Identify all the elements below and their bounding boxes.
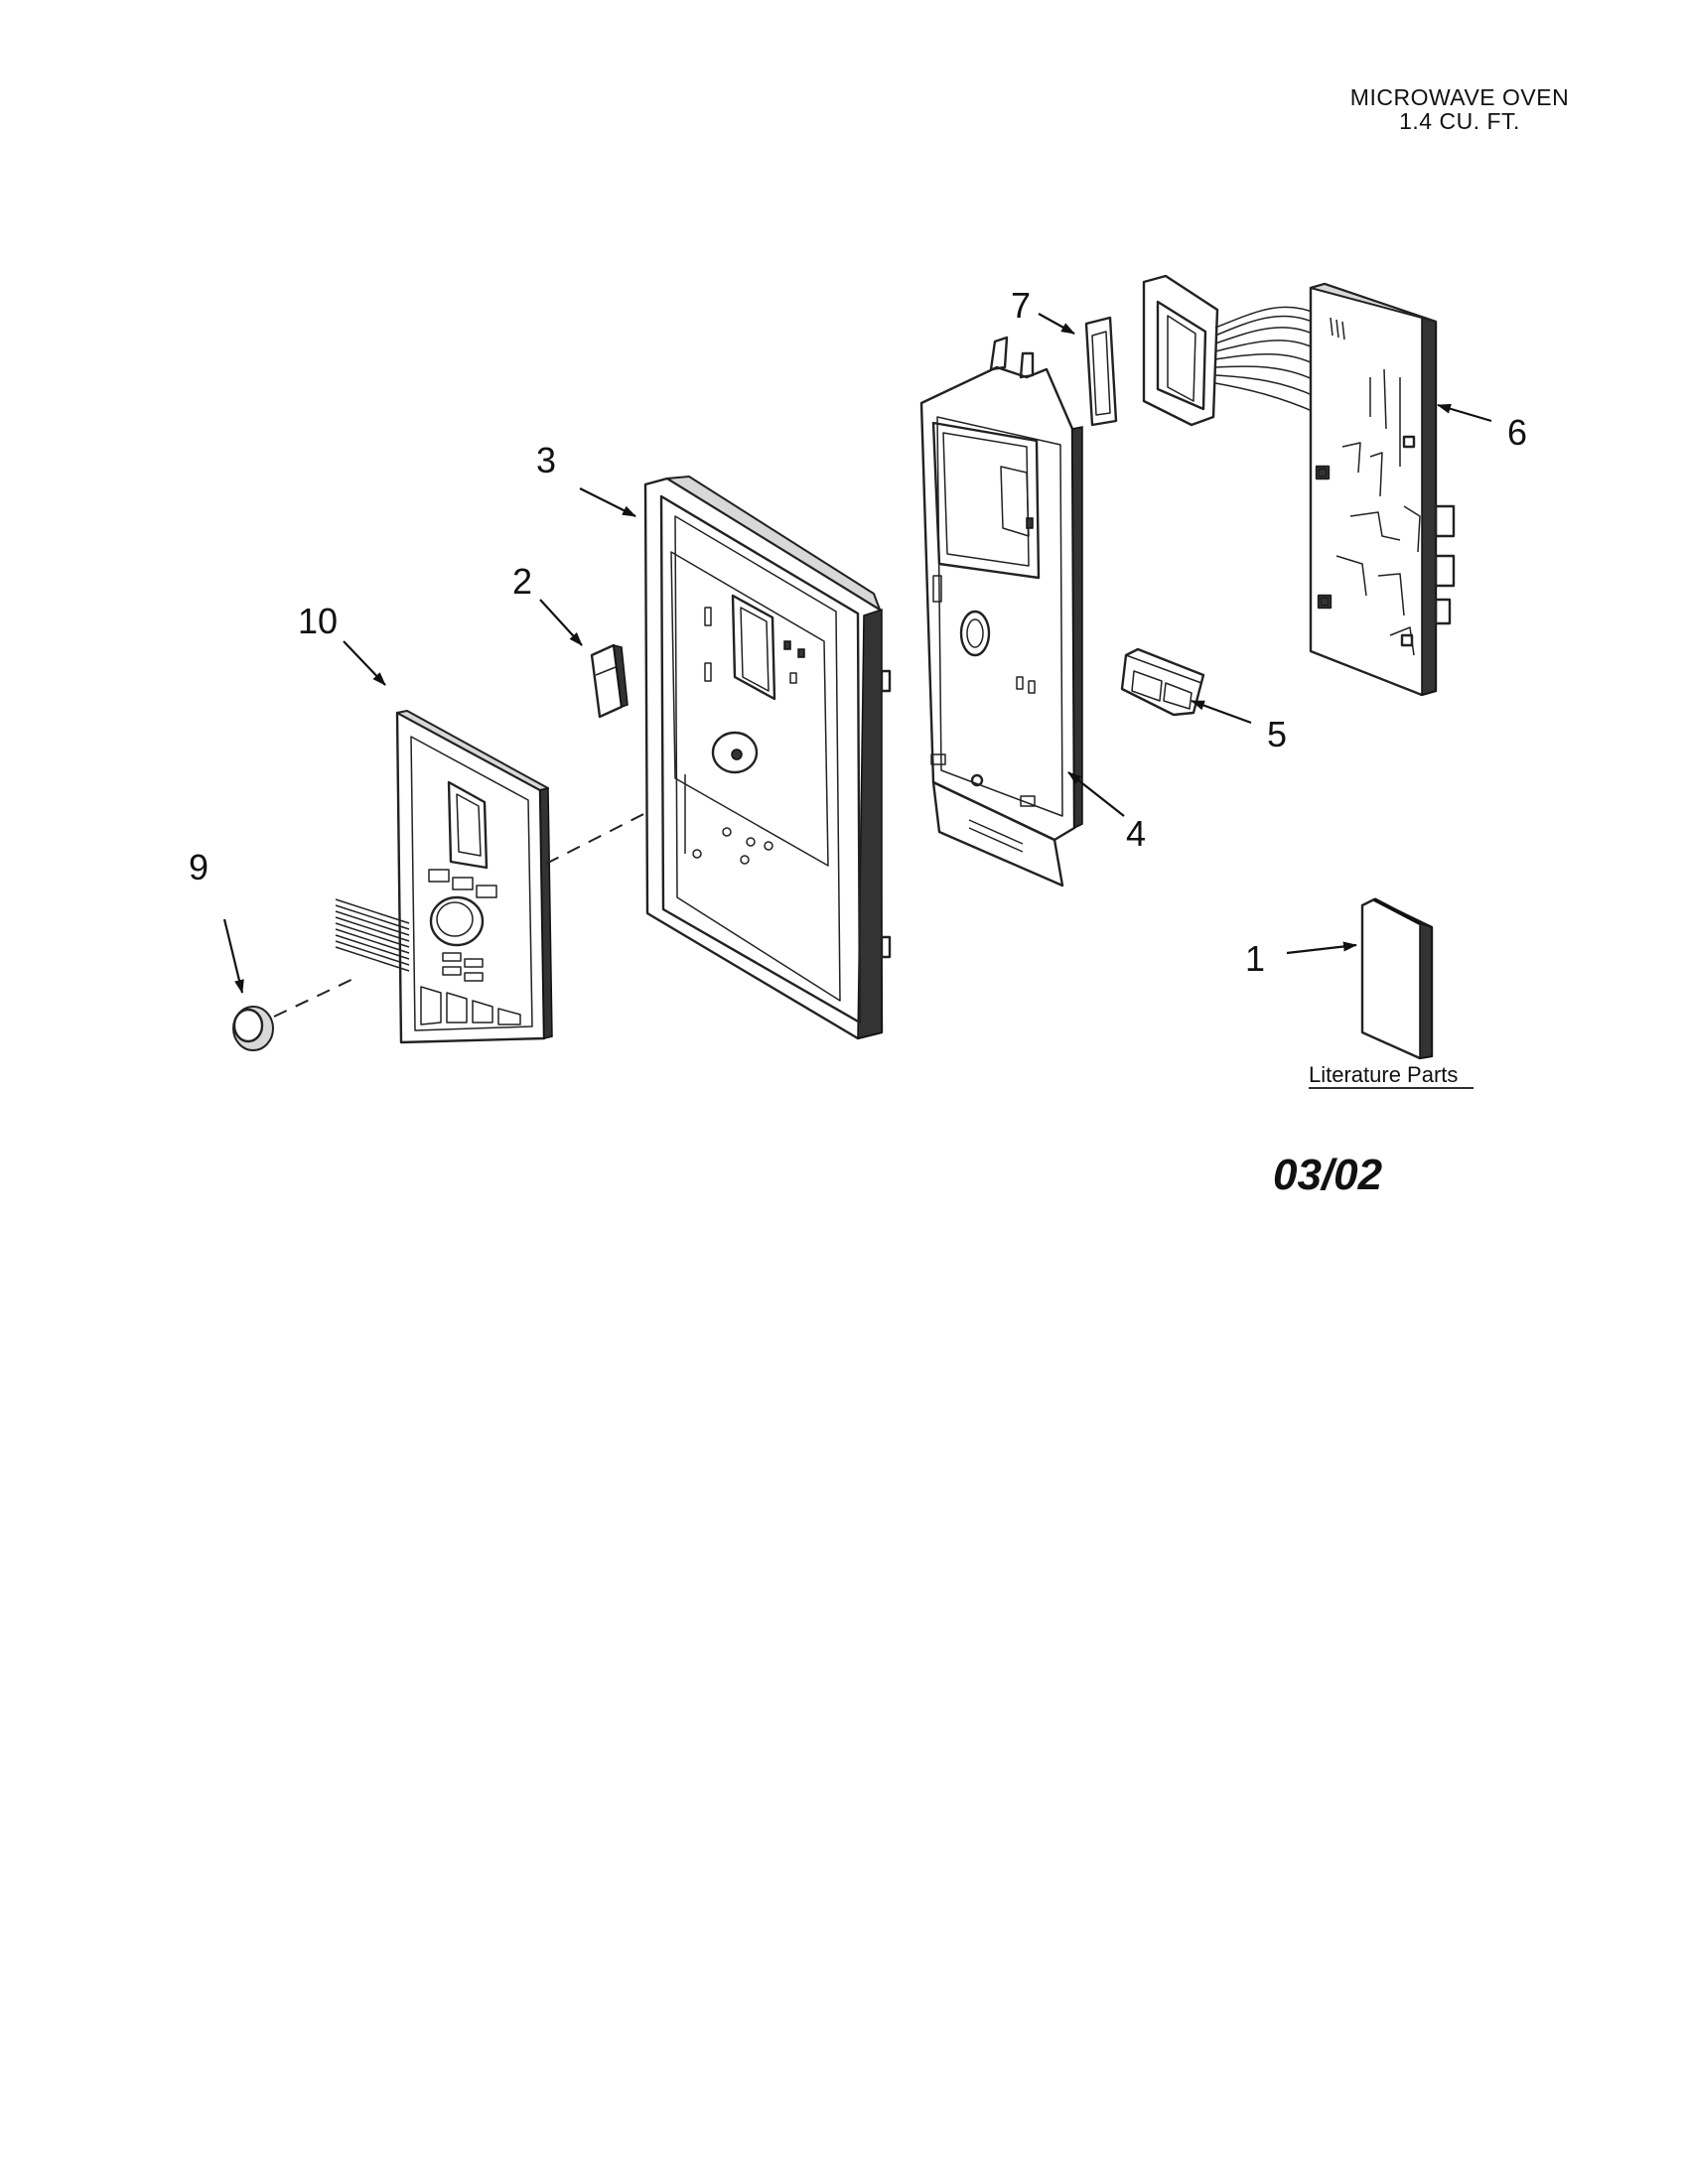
part-6-control-board <box>1142 274 1456 697</box>
date-stamp: 03/02 <box>1273 1151 1383 1199</box>
callout-5: 5 <box>1267 714 1287 754</box>
callout-6: 6 <box>1507 412 1527 453</box>
title-line-2: 1.4 CU. FT. <box>1399 108 1520 134</box>
leader-arrows <box>222 313 1492 994</box>
assembly-line-panel <box>545 807 656 865</box>
diagram-title: MICROWAVE OVEN 1.4 CU. FT. <box>1291 85 1628 133</box>
part-3-frame <box>643 476 892 1040</box>
part-4-bracket <box>919 336 1083 887</box>
callout-10: 10 <box>298 601 338 641</box>
callout-7: 7 <box>1011 285 1031 326</box>
callout-3: 3 <box>536 440 556 480</box>
callout-2: 2 <box>512 561 532 602</box>
part-7-gasket <box>1084 316 1118 427</box>
callout-9: 9 <box>189 847 209 887</box>
assembly-line-knob <box>273 976 358 1018</box>
part-1-literature <box>1360 897 1434 1060</box>
callout-1: 1 <box>1245 938 1265 979</box>
literature-parts-label: Literature Parts <box>1309 1062 1458 1087</box>
part-5-clip <box>1120 647 1205 717</box>
part-2-cover <box>590 643 629 719</box>
part-9-knob <box>232 1006 274 1051</box>
callout-4: 4 <box>1126 813 1146 854</box>
title-line-1: MICROWAVE OVEN <box>1349 84 1570 110</box>
part-10-control-panel <box>335 710 553 1044</box>
